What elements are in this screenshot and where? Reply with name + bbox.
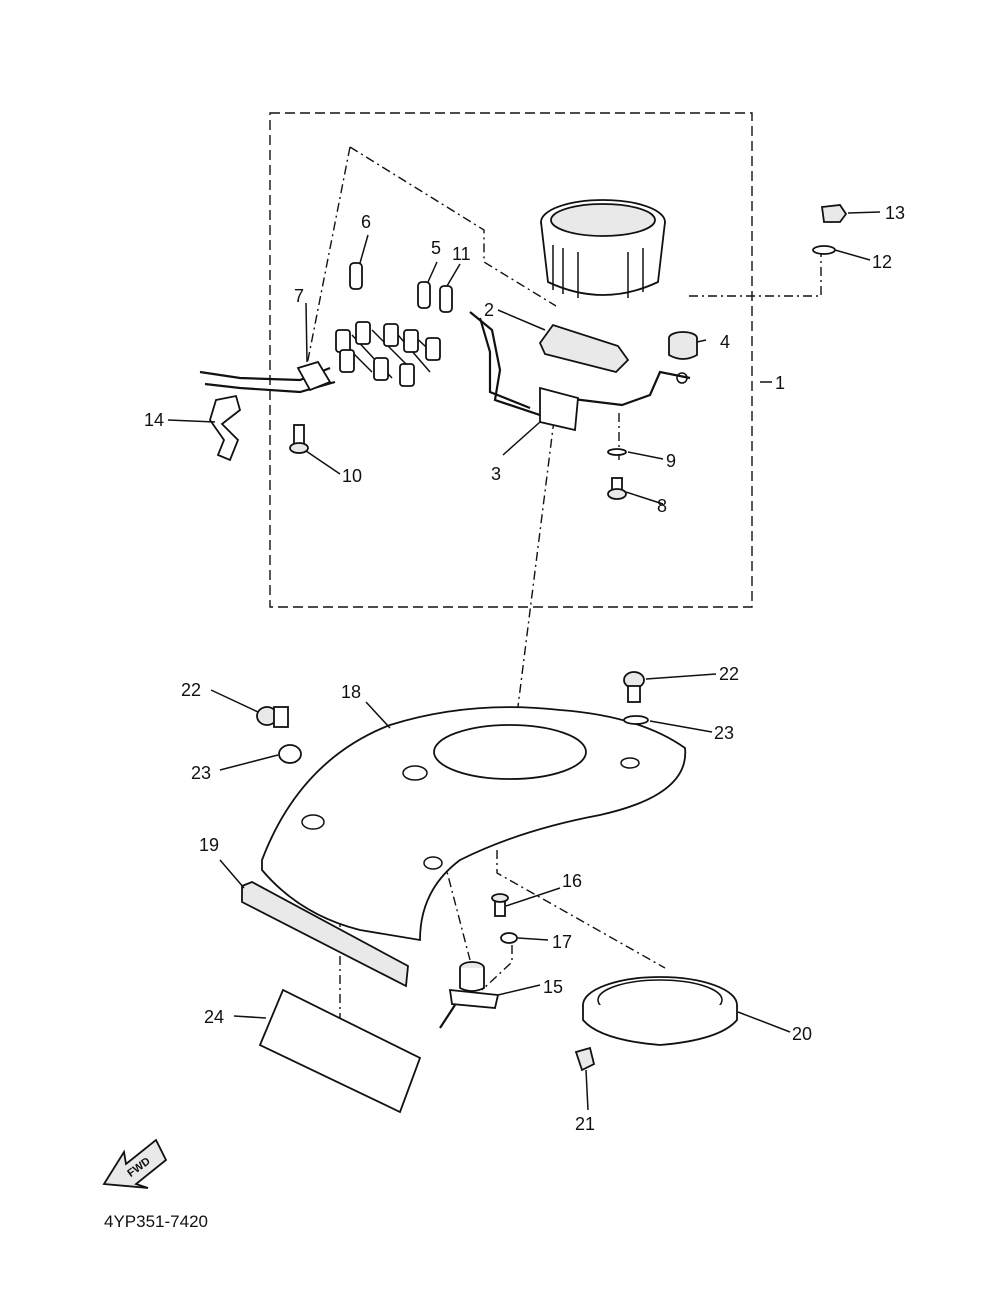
callout-14: 14 — [144, 410, 164, 430]
callout-22-right: 22 — [719, 664, 739, 684]
callouts: 1 2 3 4 5 6 7 8 9 10 11 12 13 14 15 16 1… — [144, 203, 905, 1134]
clamp — [209, 394, 242, 462]
meter-panel — [261, 706, 687, 942]
callout-2: 2 — [484, 300, 494, 320]
trim-strip — [241, 881, 409, 988]
callout-15: 15 — [543, 977, 563, 997]
nut-and-washer — [812, 204, 848, 255]
label-sheet — [258, 988, 422, 1114]
callout-16: 16 — [562, 871, 582, 891]
callout-4: 4 — [720, 332, 730, 352]
callout-24: 24 — [204, 1007, 224, 1027]
callout-7: 7 — [294, 286, 304, 306]
callout-10: 10 — [342, 466, 362, 486]
callout-21: 21 — [575, 1114, 595, 1134]
callout-3: 3 — [491, 464, 501, 484]
callout-22-left: 22 — [181, 680, 201, 700]
callout-19: 19 — [199, 835, 219, 855]
callout-1: 1 — [775, 373, 785, 393]
callout-23-left: 23 — [191, 763, 211, 783]
callout-9: 9 — [666, 451, 676, 471]
assembly-boundary-box — [269, 112, 753, 608]
grommet — [668, 331, 698, 360]
callout-5: 5 — [431, 238, 441, 258]
callout-18: 18 — [341, 682, 361, 702]
indicator-switch — [439, 961, 500, 1029]
callout-17: 17 — [552, 932, 572, 952]
meter-cover-plate — [538, 323, 630, 373]
ring-cover — [582, 976, 738, 1046]
meter-unit — [540, 199, 666, 298]
forward-arrow: FWD — [102, 1138, 168, 1189]
leader-lines — [167, 211, 881, 1111]
meter-bracket — [469, 311, 691, 432]
drawing-code: 4YP351-7420 — [104, 1212, 208, 1231]
wire-harness — [199, 321, 441, 394]
callout-11: 11 — [452, 244, 471, 264]
callout-8: 8 — [657, 496, 667, 516]
callout-20: 20 — [792, 1024, 812, 1044]
clip — [574, 1046, 596, 1072]
switch-screw-and-washer — [491, 893, 518, 944]
screws — [289, 424, 627, 500]
callout-6: 6 — [361, 212, 371, 232]
bulbs — [349, 262, 453, 313]
callout-12: 12 — [872, 252, 892, 272]
panel-fasteners — [256, 671, 649, 764]
callout-13: 13 — [885, 203, 905, 223]
callout-23-right: 23 — [714, 723, 734, 743]
